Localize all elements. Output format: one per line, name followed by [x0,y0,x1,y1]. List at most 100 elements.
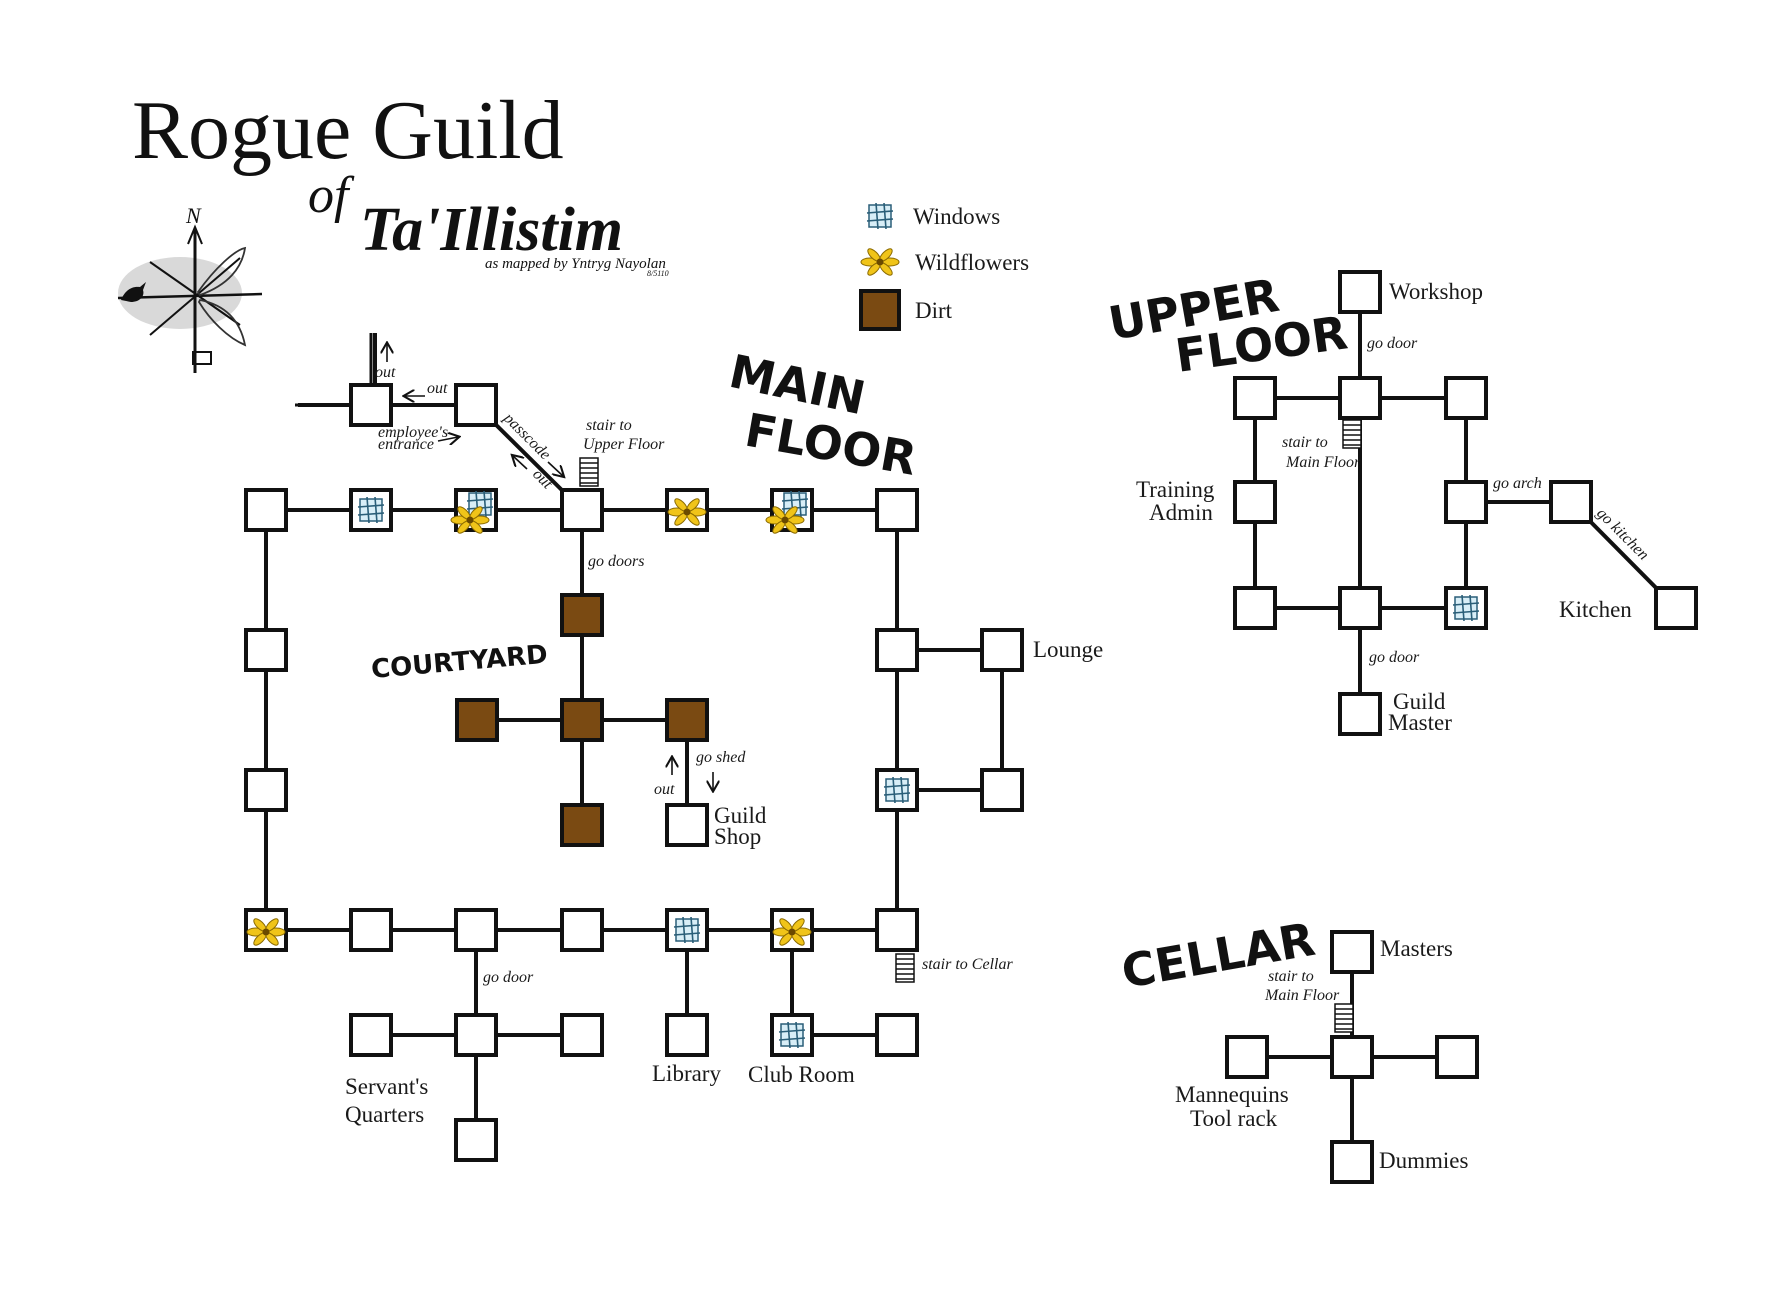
dirt-room [560,698,604,742]
room-guild-master [1338,692,1382,736]
window-icon [778,1021,806,1049]
room-upper-nw [1233,376,1277,420]
room-servants-south [454,1118,498,1162]
label-training-admin-2: Admin [1149,500,1213,525]
dirt-room [560,803,604,847]
dirt-room [560,593,604,637]
label-workshop: Workshop [1389,279,1483,304]
note-employees-entrance: employee's [378,424,448,441]
direction-arrows [387,344,713,790]
title-credit-date: 8/5110 [647,269,669,278]
compass-rose: N [117,203,263,373]
label-lounge: Lounge [1033,637,1103,662]
window-icon [357,496,385,524]
window-icon [883,776,911,804]
note-out-shed: out [654,781,675,798]
room-upper-east [1444,480,1488,524]
room-west-1 [244,628,288,672]
room-arch [1549,480,1593,524]
compass-ew-line [117,292,263,300]
room-upper-sw [1233,586,1277,630]
stairs-icon [1334,1003,1354,1033]
compass-diag1 [149,261,241,326]
wildflower-icon [860,246,900,278]
room-north-hub [560,488,604,532]
room-upper-hub [1338,376,1382,420]
courtyard-heading: COURTYARD [370,640,549,685]
compass-diag2 [149,257,241,336]
label-club-room: Club Room [748,1062,855,1087]
note-stair-upper-2: Upper Floor [583,436,665,453]
room-lounge-2 [980,768,1024,812]
map-title: Rogue Guild of Ta'Illistim as mapped by … [132,84,669,278]
note-stair-main-cellar: stair to [1268,968,1314,985]
note-stair-main-upper-2: Main Floor [1285,454,1361,471]
note-stair-main-cellar-2: Main Floor [1264,987,1340,1004]
room-mannequins [1225,1035,1269,1079]
note-stair-cellar: stair to Cellar [922,956,1013,973]
label-guild-master: Guild [1393,689,1446,714]
legend-dirt: Dirt [915,298,953,323]
room-south-1 [349,908,393,952]
room-servants-east [560,1013,604,1057]
room-club-east [875,1013,919,1057]
room-upper-ne [1444,376,1488,420]
window-icon [673,916,701,944]
dirt-room [665,698,709,742]
room-south-3 [560,908,604,952]
label-library: Library [652,1061,721,1086]
label-dummies: Dummies [1379,1148,1468,1173]
room-labels: Lounge Guild Shop Servant's Quarters Lib… [345,279,1632,1173]
room-nw-corner [244,488,288,532]
title-credit: as mapped by Yntryg Nayolan [485,256,666,272]
stairs-icon [895,953,915,983]
title-line1: Rogue Guild [132,84,564,177]
note-employees-entrance-2: entrance [378,436,434,453]
label-training-admin: Training [1136,477,1215,502]
label-servants-quarters-2: Quarters [345,1102,424,1127]
label-kitchen: Kitchen [1559,597,1632,622]
label-mannequins: Mannequins [1175,1082,1289,1107]
room-upper-south [1338,586,1382,630]
arrow-icon [513,456,528,470]
note-out-diag: out [529,466,556,493]
room-kitchen [1654,586,1698,630]
room-south-2 [454,908,498,952]
label-guild-shop-2: Shop [714,824,761,849]
room-se-corner [875,908,919,952]
room-servants-quarters [349,1013,393,1057]
window-icon [866,202,894,230]
room-training-admin [1233,480,1277,524]
wing-icon [196,246,247,297]
room-cellar-east [1435,1035,1479,1079]
dirt-icon [859,289,901,331]
cellar-heading: CELLAR [1118,912,1319,999]
label-tool-rack: Tool rack [1190,1106,1278,1131]
dirt-rooms [455,593,709,847]
room-lounge [980,628,1024,672]
room-masters [1330,930,1374,974]
note-stair-main-upper: stair to [1282,434,1328,451]
note-go-door-servants: go door [483,969,534,986]
exit-lines [295,333,373,407]
room-dummies [1330,1140,1374,1184]
room-library [665,1013,709,1057]
note-go-door-workshop: go door [1367,335,1418,352]
room-entry-hall [454,383,498,427]
room-servants-hall [454,1013,498,1057]
note-go-shed: go shed [696,749,746,766]
arrow-icon [547,461,563,476]
note-out-up: out [375,364,396,381]
room-ne-corner [875,488,919,532]
room-entrance [349,383,393,427]
label-servants-quarters: Servant's [345,1074,428,1099]
note-out-left: out [427,380,448,397]
label-guild-shop: Guild [714,803,767,828]
key-icon [192,351,212,365]
map-legend: Windows Wildflowers Dirt [859,202,1029,331]
stairs-icon [1342,419,1362,449]
arrow-icon [437,437,458,441]
note-go-arch: go arch [1493,475,1542,492]
dirt-room [455,698,499,742]
